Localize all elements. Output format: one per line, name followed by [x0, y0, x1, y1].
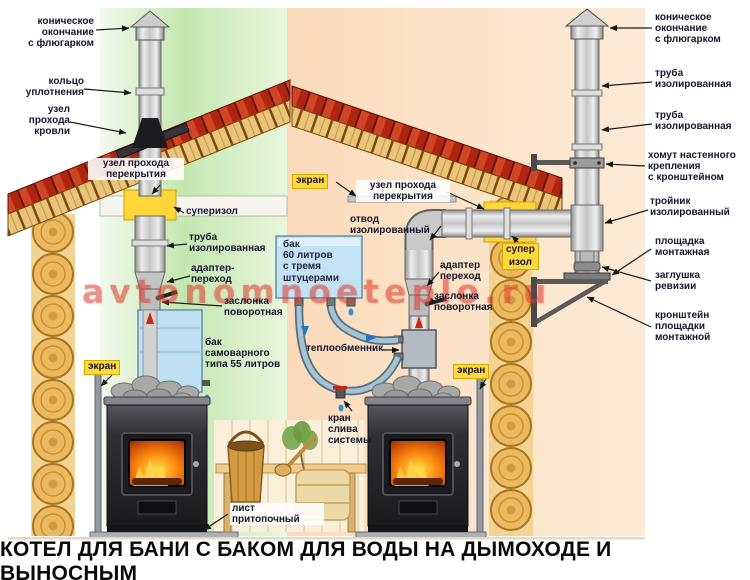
label-screen-right: экран	[453, 364, 490, 379]
drain-tap	[333, 386, 347, 412]
floor-line	[8, 537, 645, 540]
label-drain-valve: кран слива системы	[328, 413, 372, 447]
right-stove	[355, 367, 487, 540]
label-wall-clamp: хомут настенного крепления с кронштейном	[648, 150, 736, 184]
ash-drawer-right	[398, 500, 438, 515]
label-heat-exchanger: теплообменник	[306, 343, 384, 354]
label-tee-insulated: тройник изолированный	[650, 196, 730, 219]
outside-chimney	[531, 8, 611, 327]
label-platform-bracket: кронштейн площадки монтажной	[655, 310, 711, 344]
label-insulated-bend: отвод изолированный	[350, 214, 430, 237]
tank-fitting	[326, 297, 336, 307]
label-screen-left: экран	[84, 360, 121, 375]
roof-flash-collar	[132, 118, 168, 148]
water-drop	[338, 404, 344, 412]
adapter-part-left	[134, 271, 166, 290]
label-insulated-pipe-r1: труба изолированная	[655, 68, 732, 91]
wall-clamp-part	[569, 157, 605, 169]
label-damper-middle: заслонка поворотная	[434, 291, 493, 314]
platform-part	[563, 272, 611, 281]
tank-fitting	[294, 297, 304, 307]
label-ceiling-passage-left: узел прохода перекрытия	[88, 158, 184, 181]
door-handle	[454, 461, 460, 467]
door-handle	[193, 461, 199, 467]
label-screen-middle: экран	[292, 174, 329, 189]
label-conical-end-right: коническое окончание с флюгарком	[655, 12, 721, 46]
label-mounting-platform: площадка монтажная	[655, 236, 710, 259]
bracket-bar	[534, 279, 608, 284]
page-title: КОТЕЛ ДЛЯ БАНИ С БАКОМ ДЛЯ ВОДЫ НА ДЫМОХ…	[0, 538, 750, 580]
tank-fitting	[346, 297, 356, 307]
label-damper-left: заслонка поворотная	[224, 296, 283, 319]
clamp-arm	[536, 160, 570, 165]
label-superizol-left: суперизол	[186, 206, 238, 217]
label-insulated-pipe-r2: труба изолированная	[655, 110, 732, 133]
heat-exchanger-part	[401, 329, 437, 369]
sealing-ring-part	[135, 87, 165, 96]
wooden-bucket	[227, 430, 265, 503]
flow-arrow-red	[146, 312, 154, 324]
screen-sheet-left	[94, 369, 102, 533]
flow-arrows-blue	[301, 326, 376, 342]
label-adapter-middle: адаптер переход	[440, 260, 481, 283]
label-hearth-sheet: лист притопочный	[230, 503, 324, 526]
adapter-part-right	[404, 278, 434, 296]
screen-sheet-right	[476, 367, 484, 533]
ash-drawer-left	[137, 500, 177, 515]
leader-lines	[69, 24, 653, 531]
label-sealing-ring: кольцо уплотнения	[25, 76, 84, 99]
label-superizol-right: супер изол	[502, 243, 539, 270]
label-insulated-pipe-left: труба изолированная	[189, 232, 266, 255]
ceiling-left	[99, 189, 288, 221]
bath-accessories	[215, 421, 367, 533]
left-stove	[89, 369, 239, 540]
tank-60-part	[275, 235, 363, 316]
label-revision-plug: заглушка ревизии	[655, 270, 700, 293]
label-roof-passage: узел прохода кровли	[28, 104, 70, 138]
label-ceiling-passage-middle: узел прохода перекрытия	[356, 180, 450, 203]
label-conical-end-left: коническое окончание с флюгарком	[28, 16, 94, 50]
tank-tap	[202, 380, 210, 386]
tee-part	[570, 204, 604, 252]
revision-plug-part	[573, 261, 601, 272]
label-tank-60: бак 60 литров с тремя штуцерами	[283, 239, 339, 284]
label-samovar-tank: бак самоварного типа 55 литров	[205, 337, 281, 371]
label-adapter-left: адаптер- переход	[191, 263, 235, 286]
elbow-part	[406, 211, 446, 250]
ladle	[274, 434, 318, 477]
samovar-tank-part	[137, 309, 210, 402]
water-drop	[348, 308, 354, 316]
bracket-strut	[534, 280, 606, 324]
log-wall-left	[31, 212, 75, 536]
flow-arrow-red	[415, 316, 423, 328]
left-chimney	[115, 10, 190, 311]
